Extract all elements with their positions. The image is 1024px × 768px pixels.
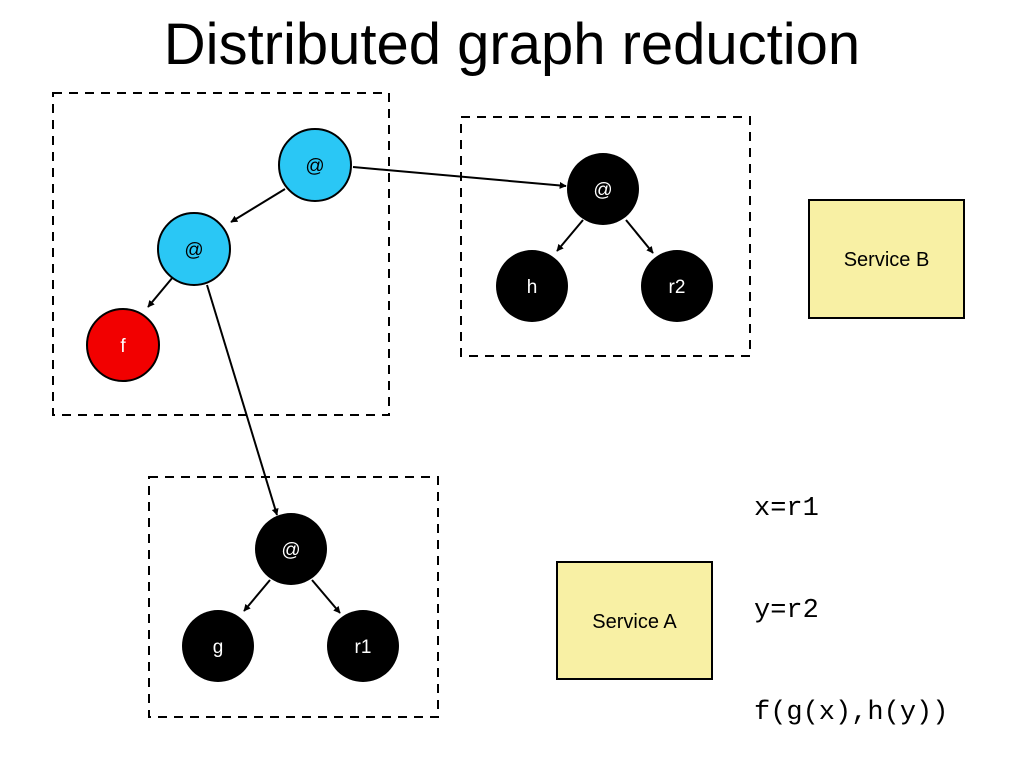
local-top-apply-node bbox=[278, 128, 352, 202]
service-a-label: Service A bbox=[592, 611, 677, 633]
local-inner-apply-node bbox=[157, 212, 231, 286]
remote-b-r2-node bbox=[641, 250, 713, 322]
remote-b-h-node bbox=[496, 250, 568, 322]
remote-b-apply-node bbox=[567, 153, 639, 225]
remote-b-r2-label: r2 bbox=[669, 277, 686, 298]
edge-a-apply-to-r1 bbox=[311, 579, 341, 614]
edge-top-apply-to-inner-apply bbox=[230, 188, 286, 223]
edge-b-apply-to-r2 bbox=[625, 219, 654, 254]
edge-top-apply-to-remote-b bbox=[352, 166, 567, 189]
local-inner-apply-label: @ bbox=[184, 240, 203, 261]
remote-b-h-label: h bbox=[527, 277, 538, 298]
local-f-label: f bbox=[120, 336, 126, 357]
remote-b-apply-label: @ bbox=[593, 180, 612, 201]
local-f-node bbox=[86, 308, 160, 382]
service-b-box bbox=[808, 199, 965, 319]
local-partition-box bbox=[52, 92, 390, 416]
remote-a-r1-label: r1 bbox=[355, 637, 372, 658]
edge-inner-apply-to-f bbox=[147, 276, 174, 308]
edge-inner-apply-to-remote-a bbox=[206, 284, 279, 516]
remote-a-partition-box bbox=[148, 476, 439, 718]
edge-a-apply-to-g bbox=[243, 579, 271, 612]
code-line-expression: f(g(x),h(y)) bbox=[754, 698, 949, 728]
remote-a-r1-node bbox=[327, 610, 399, 682]
code-line-x: x=r1 bbox=[754, 494, 819, 524]
edges bbox=[147, 166, 654, 614]
local-top-apply-label: @ bbox=[305, 156, 324, 177]
remote-a-apply-label: @ bbox=[281, 540, 300, 561]
remote-b-partition-box bbox=[460, 116, 751, 357]
service-b-label: Service B bbox=[844, 249, 930, 271]
page-title: Distributed graph reduction bbox=[163, 12, 861, 77]
code-block: x=r1 y=r2 f(g(x),h(y)) bbox=[754, 424, 948, 768]
remote-a-apply-node bbox=[255, 513, 327, 585]
remote-a-g-node bbox=[182, 610, 254, 682]
code-line-y: y=r2 bbox=[754, 596, 819, 626]
edge-b-apply-to-h bbox=[556, 219, 584, 252]
service-a-box bbox=[556, 561, 713, 680]
remote-a-g-label: g bbox=[213, 637, 224, 658]
